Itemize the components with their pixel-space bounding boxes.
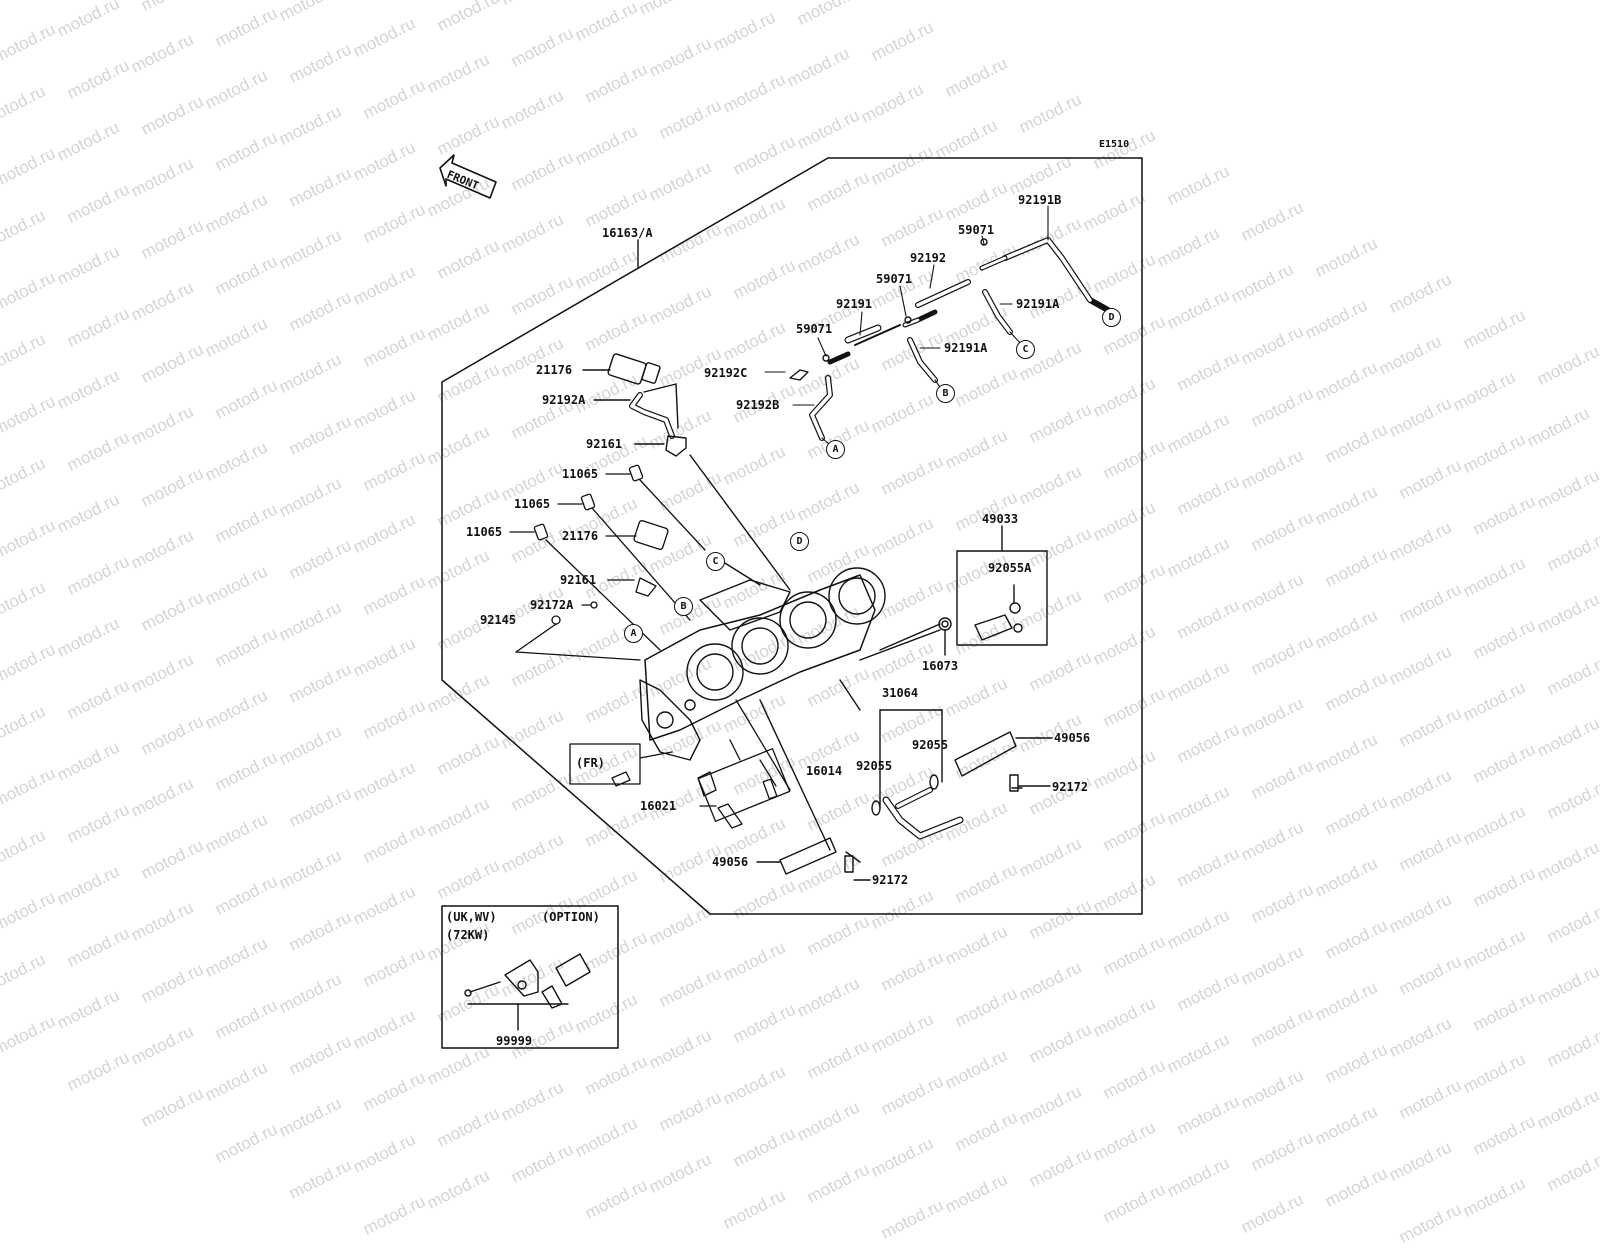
- label-92172-a: 92172: [1052, 780, 1089, 794]
- fuel-rail: [756, 679, 1053, 881]
- label-49056-a: 49056: [1054, 731, 1091, 745]
- label-31064: 31064: [882, 686, 919, 700]
- label-21176-a: 21176: [536, 363, 573, 377]
- connector-a-body: A: [624, 624, 643, 643]
- label-16014: 16014: [806, 764, 843, 778]
- label-92191A-mid: 92191A: [944, 341, 988, 355]
- label-49033: 49033: [982, 512, 1019, 526]
- hose-leaders: [764, 205, 1109, 449]
- label-11065-a: 11065: [562, 467, 599, 481]
- label-92192C: 92192C: [704, 366, 748, 380]
- label-92145: 92145: [480, 613, 517, 627]
- label-59071-a: 59071: [958, 223, 995, 237]
- connector-a-top: A: [826, 440, 845, 459]
- label-option-power: (72KW): [446, 928, 490, 942]
- watermark-text: motod.ru: [1396, 1199, 1465, 1247]
- connector-b-top: B: [936, 384, 955, 403]
- label-92191A-top: 92191A: [1016, 297, 1060, 311]
- label-92192B: 92192B: [736, 398, 780, 412]
- label-fr: (FR): [576, 756, 605, 770]
- label-16021: 16021: [640, 799, 677, 813]
- label-option: (OPTION): [542, 910, 600, 924]
- connector-c-top: C: [1016, 340, 1035, 359]
- label-16163: 16163/A: [602, 226, 653, 240]
- watermark-text: motod.ru: [878, 1195, 947, 1243]
- label-92055-a: 92055: [856, 759, 893, 773]
- diagram-code: E1510: [1099, 139, 1130, 150]
- lower-hardware: [569, 699, 791, 829]
- assembly-outline: [441, 157, 1143, 915]
- upper-sensor: [582, 353, 687, 457]
- label-92172-b: 92172: [872, 873, 909, 887]
- connector-d-body: D: [790, 532, 809, 551]
- label-92172A: 92172A: [530, 598, 574, 612]
- label-92161-a: 92161: [586, 437, 623, 451]
- throttle-body-exploded-diagram: [439, 154, 1143, 1049]
- label-option-region: (UK,WV): [446, 910, 497, 924]
- label-92191B: 92191B: [1018, 193, 1062, 207]
- injector-box: [859, 525, 1048, 661]
- label-11065-c: 11065: [466, 525, 503, 539]
- connector-b-body: B: [674, 597, 693, 616]
- label-99999: 99999: [496, 1034, 533, 1048]
- label-21176-b: 21176: [562, 529, 599, 543]
- label-92192A: 92192A: [542, 393, 586, 407]
- lower-sensor-and-plugs: [509, 464, 706, 661]
- label-16073: 16073: [922, 659, 959, 673]
- label-92055A: 92055A: [988, 561, 1032, 575]
- label-11065-b: 11065: [514, 497, 551, 511]
- label-49056-b: 49056: [712, 855, 749, 869]
- connector-c-body: C: [706, 552, 725, 571]
- connector-d-top: D: [1102, 308, 1121, 327]
- front-arrow-icon: [439, 154, 497, 199]
- label-59071-b: 59071: [876, 272, 913, 286]
- label-92161-b: 92161: [560, 573, 597, 587]
- label-92192: 92192: [910, 251, 947, 265]
- label-92055-b: 92055: [912, 738, 949, 752]
- vacuum-hose-system: [789, 237, 1111, 441]
- option-box: [441, 905, 619, 1049]
- throttle-body: [639, 454, 886, 761]
- label-92191: 92191: [836, 297, 873, 311]
- label-59071-c: 59071: [796, 322, 833, 336]
